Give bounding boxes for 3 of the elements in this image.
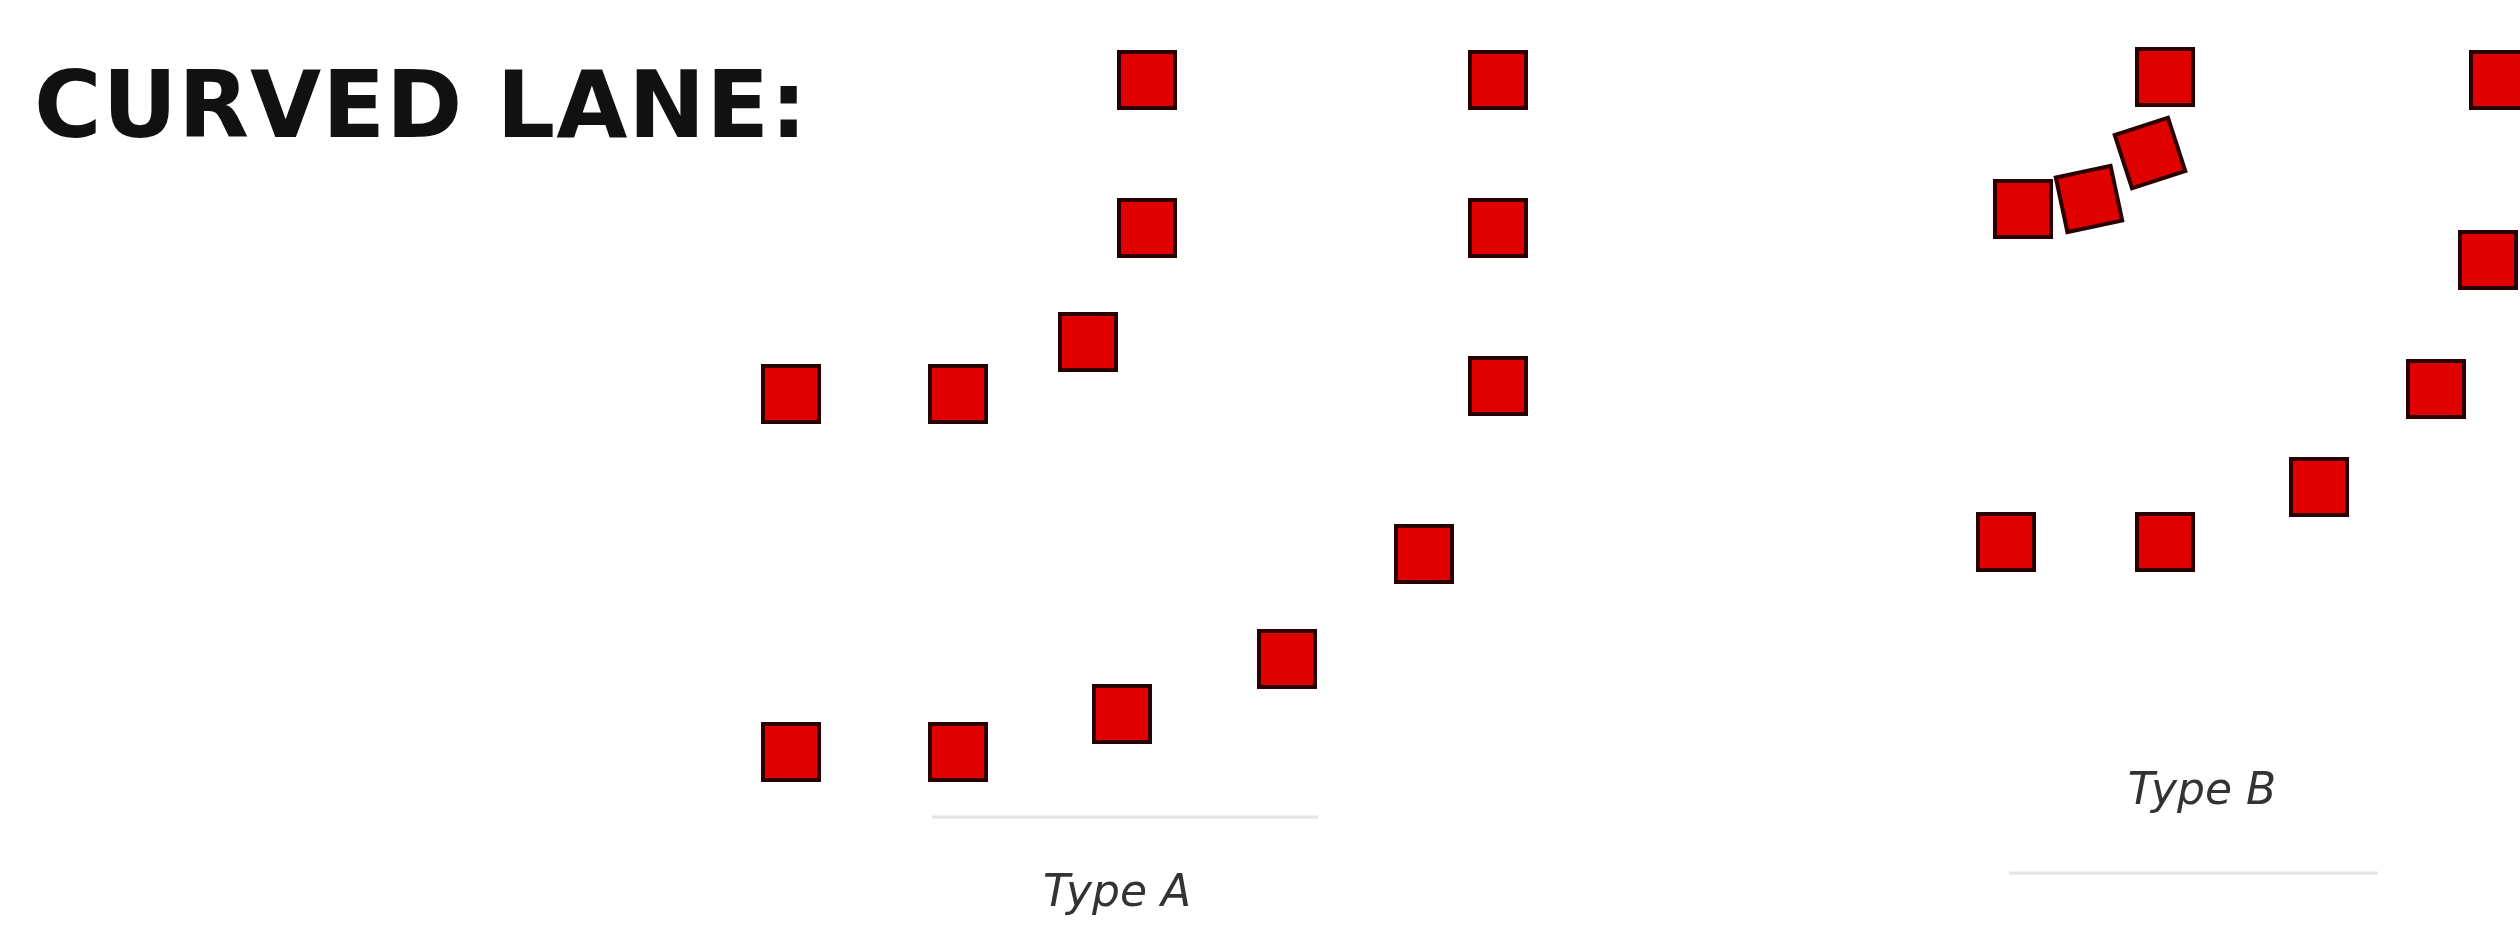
type-label: Type A	[1042, 864, 1192, 916]
title: CURVED LANE:	[34, 52, 808, 159]
type-label: Type B	[2127, 762, 2277, 814]
